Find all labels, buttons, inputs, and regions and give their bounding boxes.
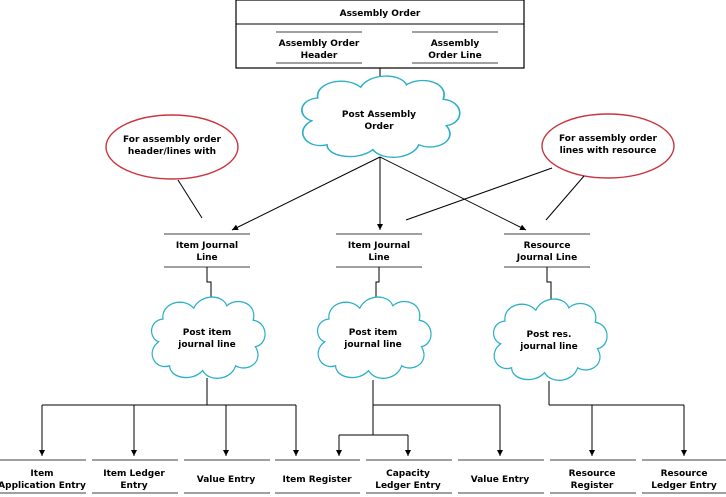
assembly-order-line-label-2: Order Line — [428, 51, 482, 61]
item-journal-1-label-1: Item Journal — [176, 241, 238, 251]
post-res-label-1: Post res. — [527, 330, 572, 340]
resource-ledger-entry-label-2: Ledger Entry — [651, 481, 717, 491]
arrow-to-post-res — [546, 267, 554, 306]
arrow-to-post-item-1 — [206, 267, 214, 304]
post-item-journal-cloud-2: Post item journal line — [316, 296, 432, 379]
arrow-to-item-journal-1 — [231, 156, 381, 231]
assembly-order-box: Assembly Order Assembly Order Header Ass… — [235, 0, 525, 69]
resource-journal-label-2: Journal Line — [516, 253, 577, 263]
post-assembly-label-1: Post Assembly — [342, 110, 416, 120]
post-item-2-label-1: Post item — [349, 328, 397, 338]
post-resource-journal-cloud: Post res. journal line — [492, 298, 608, 381]
note-left-label-2: header/lines with — [128, 147, 216, 157]
resource-ledger-entry-label-1: Resource — [661, 469, 708, 479]
post-item-2-label-2: journal line — [343, 340, 402, 350]
note-right-label-2: lines with resource — [560, 146, 657, 156]
post-assembly-label-2: Order — [364, 122, 394, 132]
assembly-order-title: Assembly Order — [340, 9, 421, 19]
value-entry-2-label: Value Entry — [471, 475, 530, 485]
post-assembly-order-cloud: Post Assembly Order — [301, 75, 461, 159]
resource-register-label-1: Resource — [569, 469, 616, 479]
post-item-1-label-2: journal line — [177, 340, 236, 350]
capacity-ledger-entry-label-2: Ledger Entry — [375, 481, 441, 491]
post-item-journal-cloud-1: Post item journal line — [150, 296, 266, 379]
post-item-1-label-1: Post item — [183, 328, 231, 338]
item-application-entry-label-2: Application Entry — [0, 481, 86, 491]
item-register-label: Item Register — [282, 475, 352, 485]
item-journal-2-label-1: Item Journal — [348, 241, 410, 251]
note-right: For assembly order lines with resource — [541, 113, 675, 179]
post-res-label-2: journal line — [519, 342, 578, 352]
value-entry-1-label: Value Entry — [197, 475, 256, 485]
note-right-connector-2 — [545, 175, 585, 221]
assembly-order-header-label-2: Header — [301, 51, 338, 61]
capacity-ledger-entry-label-1: Capacity — [386, 469, 430, 479]
resource-register-label-2: Register — [571, 481, 614, 491]
assembly-order-line-label-1: Assembly — [431, 39, 480, 49]
item-journal-line-1: Item Journal Line — [164, 233, 250, 268]
note-left-label-1: For assembly order — [123, 135, 222, 145]
item-ledger-entry-label-2: Entry — [120, 481, 147, 491]
item-journal-1-label-2: Line — [196, 253, 217, 263]
item-2-output-tree — [336, 380, 503, 456]
note-right-connector-1 — [405, 167, 553, 221]
note-left: For assembly order header/lines with — [105, 114, 239, 180]
item-journal-line-2: Item Journal Line — [336, 233, 422, 268]
note-right-label-1: For assembly order — [559, 134, 658, 144]
item-application-entry-label-1: Item — [30, 469, 53, 479]
item-journal-2-label-2: Line — [368, 253, 389, 263]
item-ledger-entry-label-1: Item Ledger — [103, 469, 165, 479]
resource-output-tree — [548, 381, 687, 456]
resource-journal-label-1: Resource — [524, 241, 571, 251]
assembly-order-header-label-1: Assembly Order — [279, 39, 360, 49]
note-left-connector — [177, 179, 203, 219]
resource-journal-line: Resource Journal Line — [504, 233, 590, 268]
item-1-output-tree — [39, 378, 299, 456]
output-rules — [0, 459, 726, 494]
arrow-to-resource-journal — [379, 156, 527, 231]
arrow-to-post-item-2 — [373, 267, 380, 304]
